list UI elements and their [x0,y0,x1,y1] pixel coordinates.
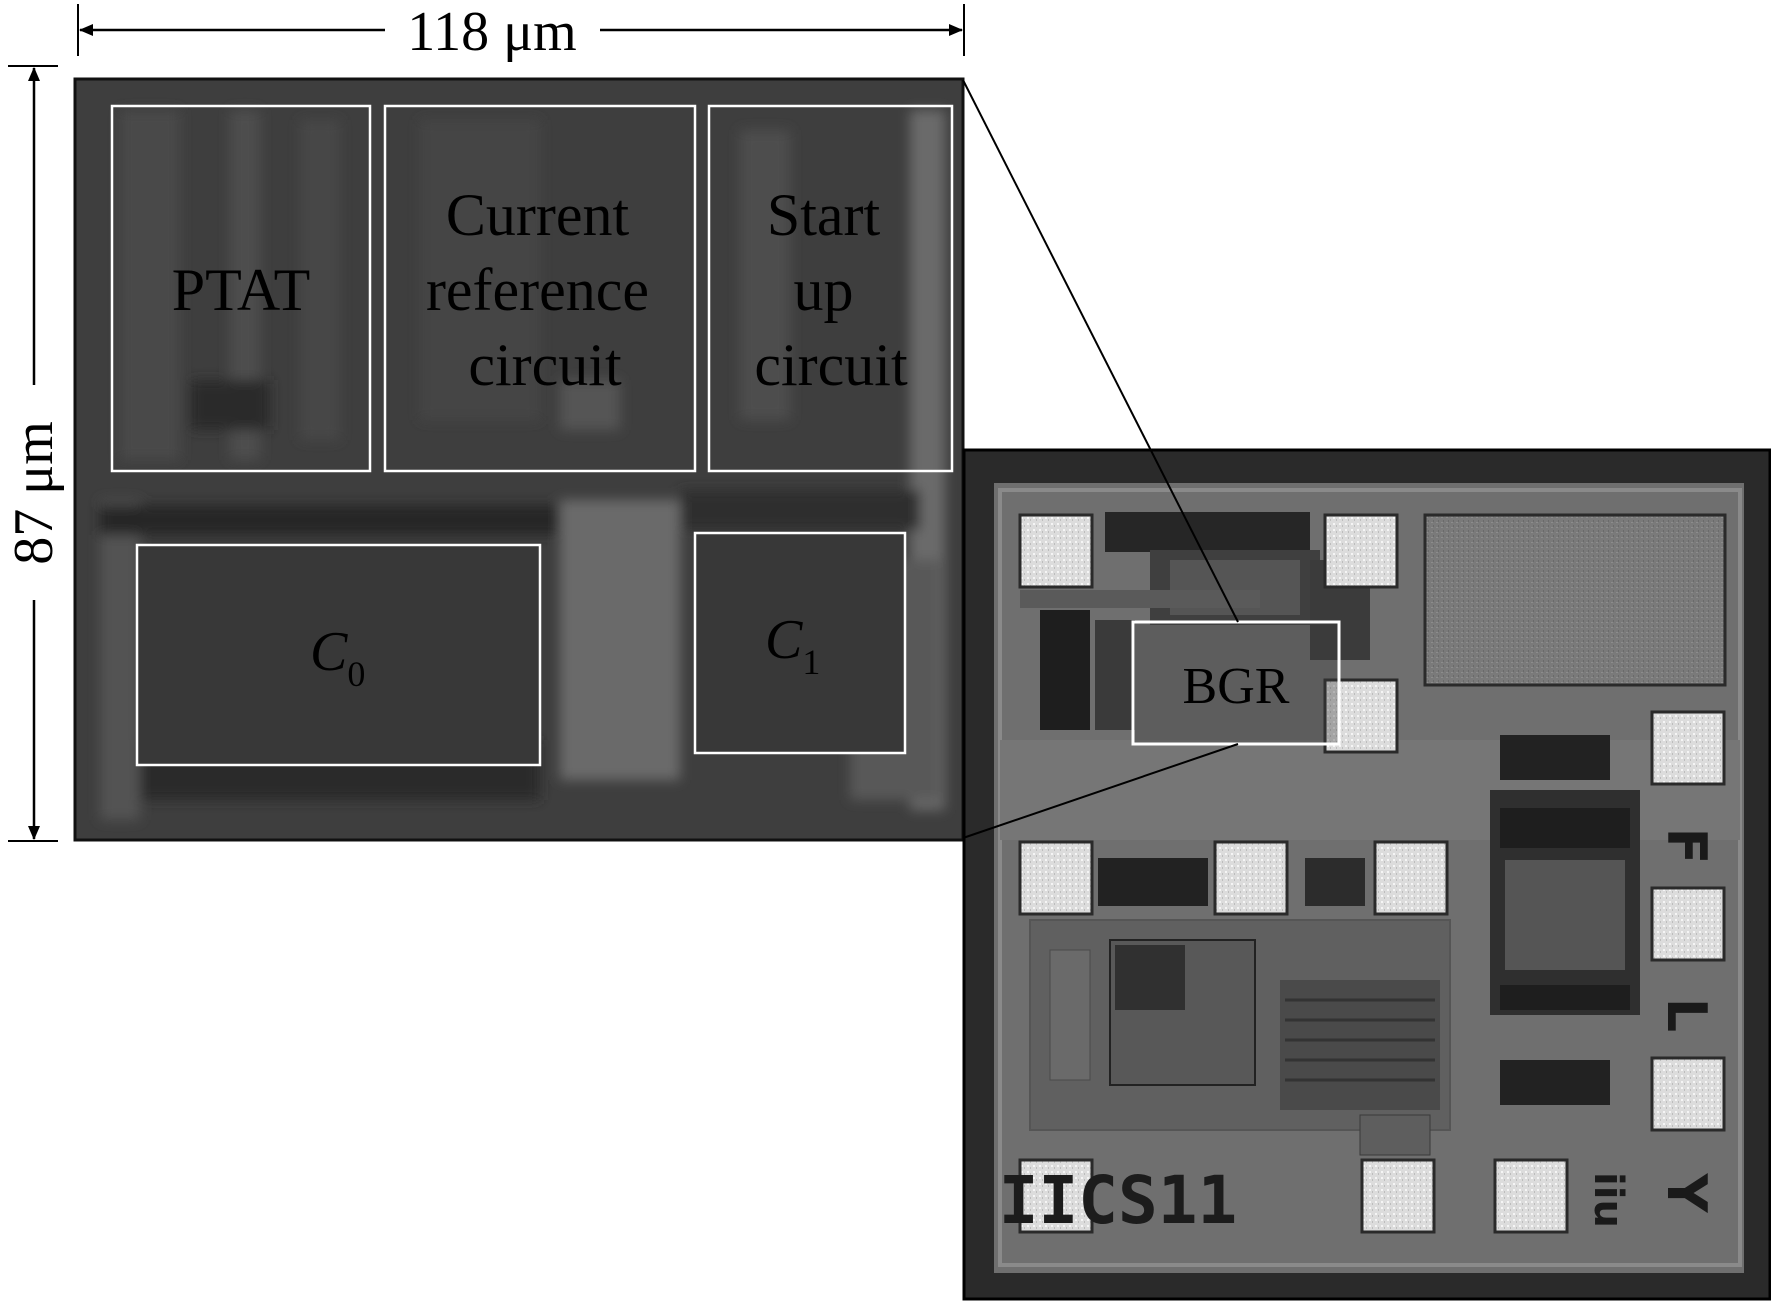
die-stripes [1285,998,1435,1082]
current-reference-line-3: circuit [468,332,622,398]
start-up-line-2: up [794,257,854,323]
bond-pad [1373,840,1449,916]
die-circuits [1000,512,1740,1156]
pin-letter-y: Y [1655,1172,1718,1213]
bond-pad [1018,840,1094,916]
bond-pad [1650,886,1726,962]
start-up-label: Start up circuit [754,182,908,398]
logo-text: iiu [1585,1172,1631,1228]
height-label: 87 μm [3,421,65,565]
zoom-connectors [962,79,1239,839]
bond-pad [1018,513,1094,589]
ptat-box [110,104,372,473]
pin-letter-f: F [1655,828,1718,865]
zoomed-bgr-layout: PTAT Current reference circuit Start up … [73,77,965,842]
bond-pad [1650,1056,1726,1132]
block-outlines [110,104,954,767]
zoom-connector-bottom [962,743,1239,839]
bond-pad [1323,678,1399,754]
zoom-connector-top [962,79,1239,623]
c1-symbol: C [765,609,803,671]
large-capacitor-block [1423,513,1727,687]
bond-pad [1650,710,1726,786]
ptat-label: PTAT [172,257,311,323]
bond-pad [1213,840,1289,916]
current-reference-label: Current reference circuit [426,182,664,398]
c1-label: C1 [765,609,820,682]
start-up-line-3: circuit [754,332,908,398]
chip-marking: IICS11 [999,1162,1237,1239]
current-reference-line-2: reference [426,257,649,323]
start-up-line-1: Start [767,182,881,248]
bond-pad [1323,513,1399,589]
c0-subscript: 0 [347,654,365,694]
height-dimension: 87 μm [3,65,65,842]
c1-subscript: 1 [802,642,820,682]
bond-pad [1493,1158,1569,1234]
bgr-label: BGR [1183,658,1290,715]
current-reference-box [383,104,697,473]
c0-capacitor-box [135,543,542,767]
die-photo: BGR IICS11 F L Y iiu [962,448,1771,1301]
start-up-box [707,104,954,473]
width-dimension: 118 μm [77,1,965,63]
width-label: 118 μm [407,1,577,63]
bond-pad [1360,1158,1436,1234]
bond-pads [1018,513,1726,1234]
bgr-region-box [1131,620,1341,746]
c1-capacitor-box [693,531,907,755]
c0-label: C0 [310,621,365,694]
pin-letter-l: L [1655,998,1718,1032]
bond-pad [1018,1158,1094,1234]
current-reference-line-1: Current [446,182,630,248]
c0-symbol: C [310,621,348,683]
